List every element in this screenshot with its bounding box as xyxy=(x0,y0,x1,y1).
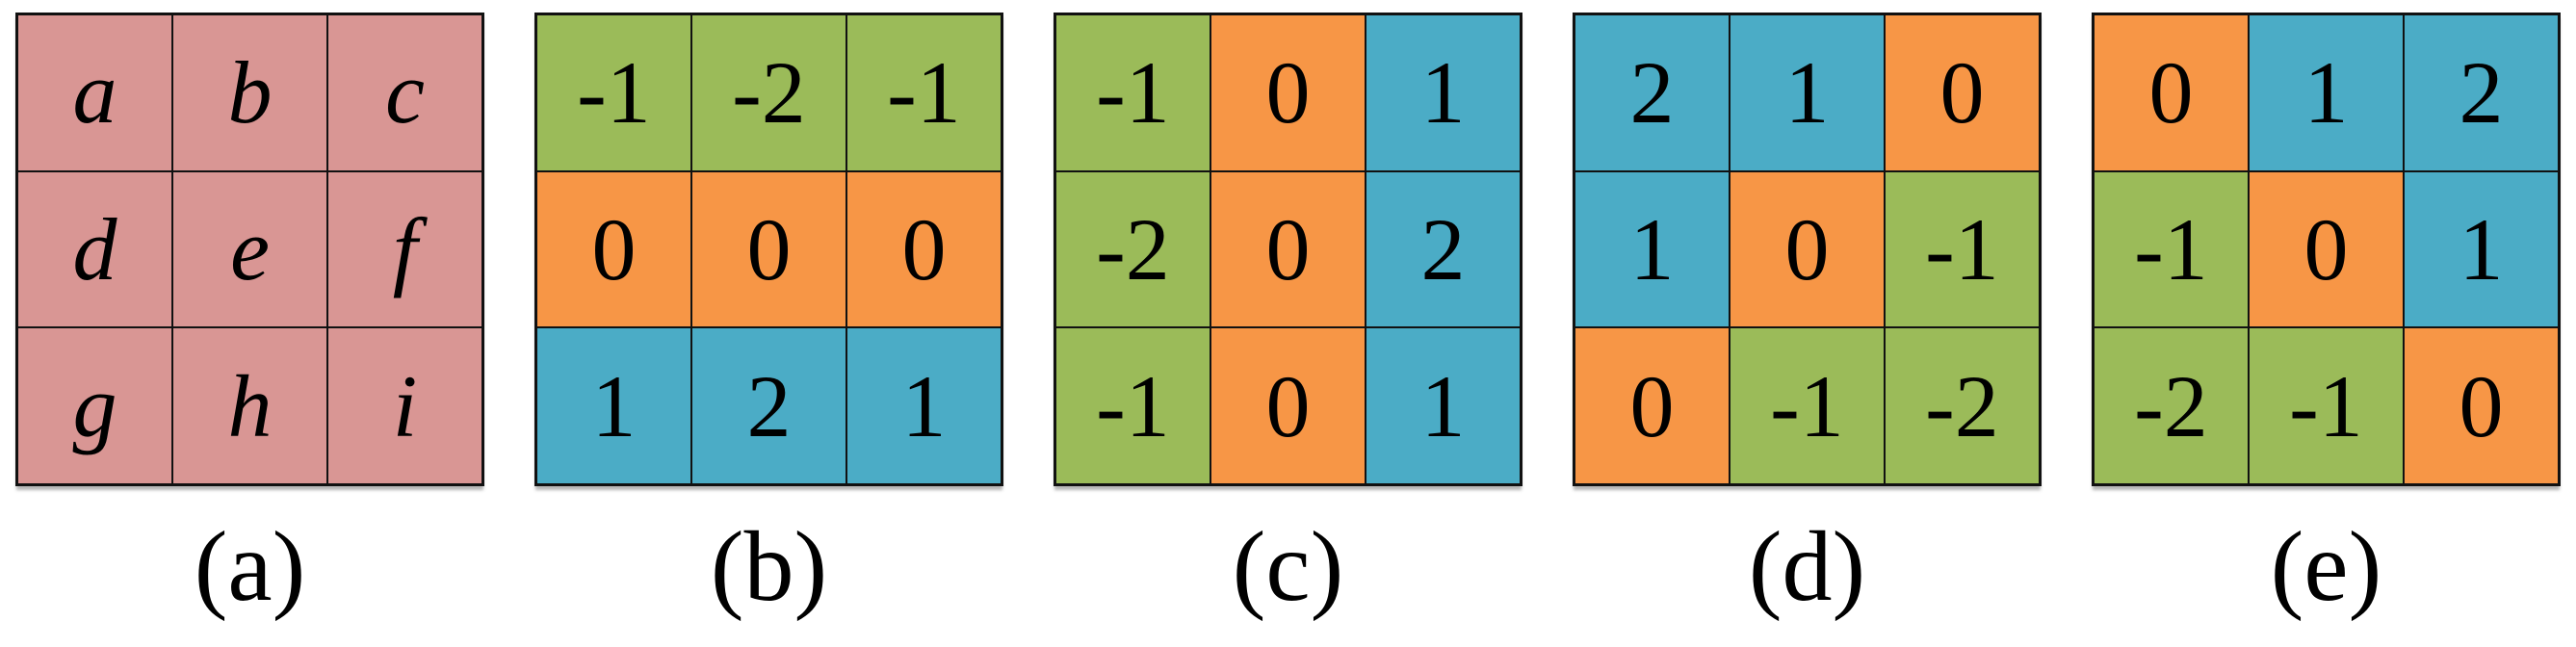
matrix-cell: 0 xyxy=(846,170,1002,328)
matrix-cell: 0 xyxy=(2094,14,2249,171)
matrix-cell: 1 xyxy=(536,327,691,484)
matrix-cell: 1 xyxy=(2249,14,2404,171)
matrix-cell: 0 xyxy=(1210,327,1366,484)
matrix-cell: a xyxy=(17,14,172,171)
matrix-cell: 1 xyxy=(1366,14,1521,171)
matrix-cell: f xyxy=(327,170,482,328)
matrix-cell: -1 xyxy=(846,14,1002,171)
matrix-cell: 2 xyxy=(2404,14,2559,171)
matrix-cell: 0 xyxy=(536,170,691,328)
matrix-cell: h xyxy=(172,327,327,484)
matrix-cell: c xyxy=(327,14,482,171)
label-band: (d) xyxy=(1573,486,2042,647)
matrix-cell: 1 xyxy=(1574,170,1730,328)
matrix-cell: i xyxy=(327,327,482,484)
figure-label-c: (c) xyxy=(1232,510,1344,622)
matrix-cell: 0 xyxy=(2249,170,2404,328)
matrix-cell: 1 xyxy=(2404,170,2559,328)
matrix-cell: 0 xyxy=(1210,170,1366,328)
figure-label-d: (d) xyxy=(1748,510,1866,622)
matrix-cell: 1 xyxy=(1366,327,1521,484)
matrix-cell: -1 xyxy=(2094,170,2249,328)
matrix-cell: -1 xyxy=(1055,327,1210,484)
matrix-cell: -2 xyxy=(1055,170,1210,328)
matrix-cell: g xyxy=(17,327,172,484)
matrix-cell: -1 xyxy=(1055,14,1210,171)
matrix-cell: -2 xyxy=(1885,327,2040,484)
figure-label-a: (a) xyxy=(194,510,306,622)
figure-label-e: (e) xyxy=(2270,510,2382,622)
matrix-cell: d xyxy=(17,170,172,328)
matrix-cell: e xyxy=(172,170,327,328)
matrix-cell: -1 xyxy=(2249,327,2404,484)
matrix-cell: -1 xyxy=(1885,170,2040,328)
matrix-cell: 0 xyxy=(2404,327,2559,484)
matrix-cell: 0 xyxy=(1574,327,1730,484)
matrix-cell: 1 xyxy=(846,327,1002,484)
matrix-cell: 1 xyxy=(1730,14,1885,171)
matrix-cell: -2 xyxy=(691,14,846,171)
label-band: (e) xyxy=(2092,486,2561,647)
figure-label-b: (b) xyxy=(710,510,828,622)
label-band: (b) xyxy=(534,486,1003,647)
matrix-cell: 0 xyxy=(1885,14,2040,171)
matrix-cell: 2 xyxy=(691,327,846,484)
matrix-cell: 2 xyxy=(1366,170,1521,328)
matrix-cell: 0 xyxy=(1730,170,1885,328)
label-band: (a) xyxy=(15,486,484,647)
matrix-cell: -2 xyxy=(2094,327,2249,484)
matrix-cell: 0 xyxy=(691,170,846,328)
matrix-cell: 0 xyxy=(1210,14,1366,171)
label-band: (c) xyxy=(1054,486,1522,647)
matrix-cell: 2 xyxy=(1574,14,1730,171)
matrix-cell: -1 xyxy=(536,14,691,171)
matrix-cell: -1 xyxy=(1730,327,1885,484)
matrix-cell: b xyxy=(172,14,327,171)
